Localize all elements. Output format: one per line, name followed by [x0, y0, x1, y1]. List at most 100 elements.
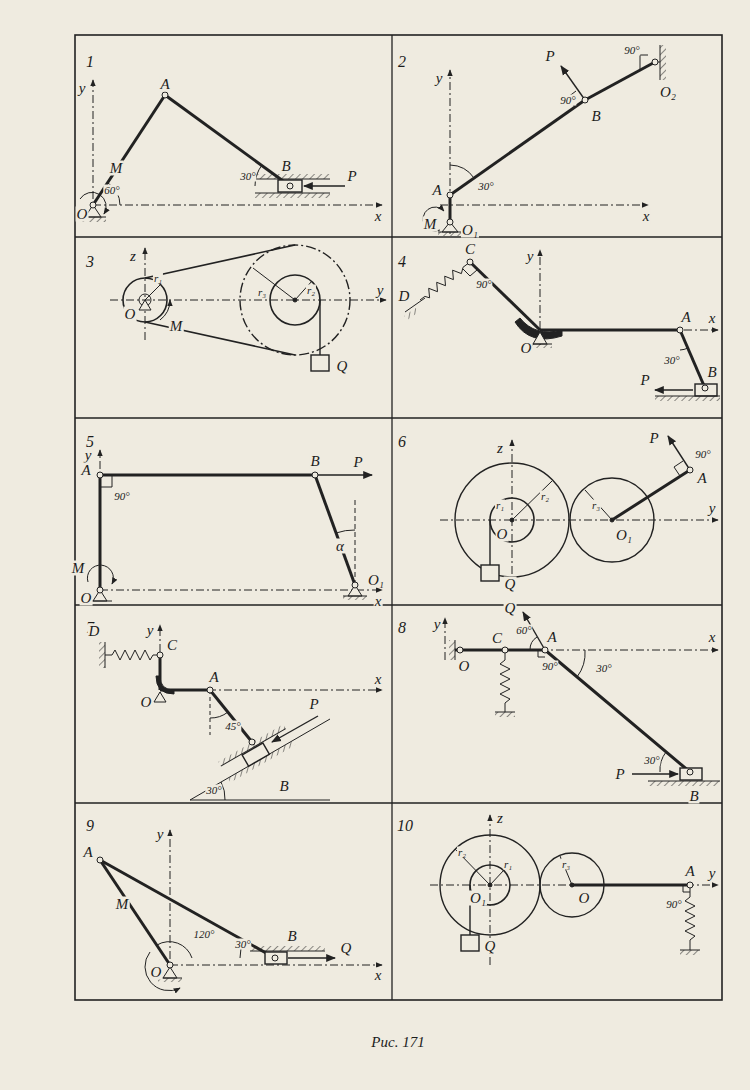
figure-label: x	[708, 311, 717, 326]
figure-label: Q	[504, 601, 517, 616]
figure-label: O	[520, 341, 533, 356]
figure-label: x	[374, 209, 383, 224]
figure-label: B	[286, 929, 297, 944]
figure-label: O₁	[469, 891, 487, 906]
figure-label: O₁	[461, 223, 479, 238]
figure-label: 90°	[541, 661, 558, 672]
figure-label: y	[146, 623, 155, 638]
figure-label: O	[458, 659, 471, 674]
figure-label: 60°	[515, 625, 532, 636]
figure-label: A	[684, 864, 695, 879]
figure-label: 90°	[623, 45, 640, 56]
figure-label: P	[639, 373, 650, 388]
figure-label: r₁	[503, 859, 513, 870]
figure-label: 90°	[694, 449, 711, 460]
figure-label: A	[431, 183, 442, 198]
figure-label: A	[696, 471, 707, 486]
figure-label: 30°	[477, 181, 494, 192]
figure-label: B	[590, 109, 601, 124]
figure-label: D	[88, 624, 101, 639]
figure-label: P	[346, 169, 357, 184]
figure-label: x	[642, 209, 651, 224]
figure-label: r₂	[457, 847, 467, 858]
figure-label: 6	[397, 434, 407, 450]
figure-label: B	[280, 159, 291, 174]
figure-label: Q	[336, 359, 349, 374]
figure-label: 30°	[643, 755, 660, 766]
figure-label: 2	[397, 54, 407, 70]
figure-label: 4	[397, 254, 407, 270]
figure-label: B	[688, 789, 699, 804]
figure-label: y	[78, 81, 87, 96]
figure-label: y	[708, 866, 717, 881]
figure-label: x	[374, 672, 383, 687]
figure-label: M	[71, 561, 86, 576]
figure-label: 30°	[239, 171, 256, 182]
figure-label: z	[129, 249, 137, 264]
figure-label: M	[109, 161, 124, 176]
figure-label: P	[544, 49, 555, 64]
figure-label: x	[708, 630, 717, 645]
figure-label: 90°	[665, 899, 682, 910]
figure-label: O₁	[615, 528, 633, 543]
figure-label: 30°	[595, 663, 612, 674]
figure-label: C	[464, 242, 476, 257]
figure-label: P	[614, 767, 625, 782]
figure-label: y	[156, 827, 165, 842]
figure-label: O₁	[367, 573, 385, 588]
figure-label: M	[115, 897, 130, 912]
figure-label: Q	[340, 941, 353, 956]
figure-label: P	[352, 455, 363, 470]
figure-label: O	[578, 891, 591, 906]
figure-label: 120°	[193, 929, 216, 940]
figure-label: y	[433, 617, 442, 632]
figure-label: r₃	[257, 287, 267, 298]
figure-label: P	[648, 431, 659, 446]
figure-label: z	[496, 811, 504, 826]
figure-label: 30°	[234, 939, 251, 950]
figure-label: x	[374, 968, 383, 983]
figure-label: A	[80, 463, 91, 478]
figure-label: B	[278, 779, 289, 794]
figure-label: M	[423, 217, 438, 232]
figure-label: 10	[396, 818, 414, 834]
figure-label: M	[169, 319, 184, 334]
figure-label: D	[398, 289, 411, 304]
figure-label: A	[159, 77, 170, 92]
figure-label: y	[526, 249, 535, 264]
figure-label: B	[706, 365, 717, 380]
figure-label: z	[496, 441, 504, 456]
figure-label: O	[124, 307, 137, 322]
figure-label: r₁	[495, 500, 505, 511]
figure-label: r₃	[591, 500, 601, 511]
figure-label: 1	[85, 54, 95, 70]
figure-label: A	[82, 845, 93, 860]
figure-label: A	[546, 630, 557, 645]
figure-label: O	[496, 527, 509, 542]
figure-label: x	[374, 594, 383, 609]
figure-label: r₁	[153, 273, 163, 284]
figure-label: 9	[85, 818, 95, 834]
figure-label: r₃	[561, 859, 571, 870]
figure-label: O	[80, 591, 93, 606]
figure-label: r₂	[306, 285, 316, 296]
figure-label: 60°	[103, 185, 120, 196]
figure-label: Q	[504, 577, 517, 592]
figure-label: 30°	[663, 355, 680, 366]
figure-label: O	[140, 695, 153, 710]
figure-label: y	[84, 448, 93, 463]
figure-label: 3	[85, 254, 95, 270]
figure-label: 8	[397, 620, 407, 636]
figure-label: P	[308, 697, 319, 712]
figure-label: O	[150, 965, 163, 980]
figure-label: A	[208, 670, 219, 685]
figure-label: C	[166, 638, 178, 653]
figure-label: α	[335, 539, 345, 554]
figure-label: Q	[484, 939, 497, 954]
figure-label: 45°	[224, 721, 241, 732]
figure-label: 90°	[475, 279, 492, 290]
figure-label: C	[491, 631, 503, 646]
figure-label: y	[376, 283, 385, 298]
figure-label: O₂	[659, 85, 677, 100]
